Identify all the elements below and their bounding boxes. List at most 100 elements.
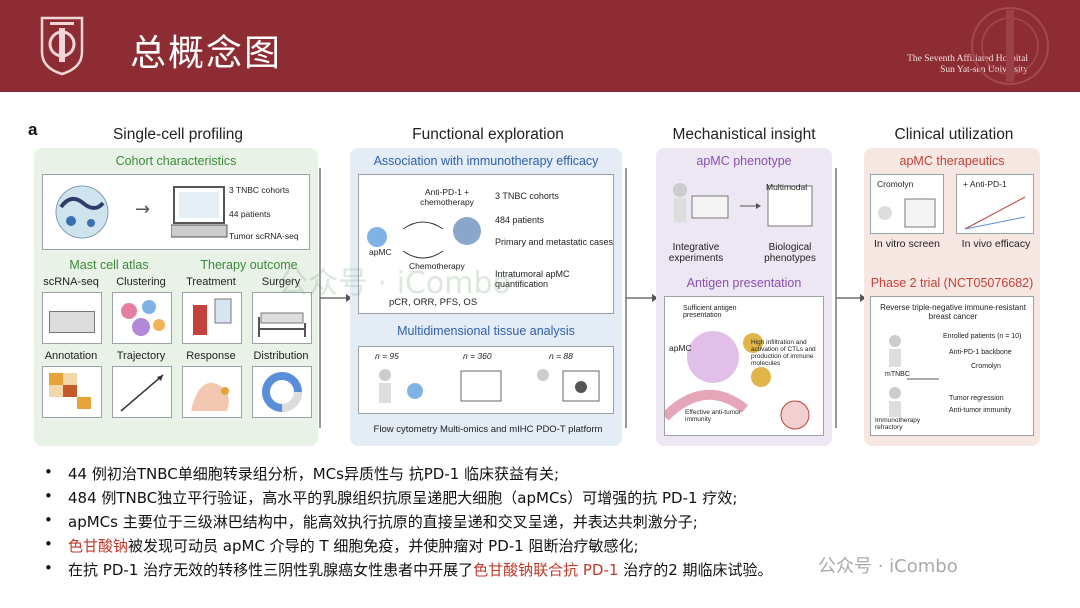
- page-title: 总概念图: [130, 33, 283, 74]
- antigen-title: Antigen presentation: [686, 276, 802, 290]
- cromolyn-label: Cromolyn: [877, 179, 914, 189]
- assoc-item-4: Intratumoral apMC quantification: [495, 269, 570, 289]
- column-connectors: [319, 168, 866, 428]
- university-logo-icon: [40, 16, 84, 76]
- bullet-5: •在抗 PD-1 治疗无效的转移性三阴性乳腺癌女性患者中开展了色甘酸钠联合抗 P…: [44, 559, 773, 579]
- assoc-item-3: Primary and metastatic cases: [495, 237, 614, 247]
- label-distribution: Distribution: [253, 350, 309, 362]
- in-vitro-box: Cromolyn: [870, 174, 944, 234]
- antigen-box: Sufficient antigen presentation apMC Hig…: [664, 296, 824, 436]
- n-value-1: n = 95: [375, 351, 399, 361]
- arrow-icon: →: [135, 199, 151, 220]
- endpoints-label: pCR, ORR, PFS, OS: [389, 297, 478, 308]
- multi-box: n = 95 n = 360 n = 88: [358, 346, 614, 414]
- platform-icons: [379, 369, 600, 403]
- effective-label: Effective anti-tumor immunity: [685, 409, 741, 423]
- anti-tumor-label: Anti-tumor immunity: [949, 407, 1012, 414]
- scrnaseq-icon: [42, 292, 102, 344]
- single-cell-panel: Cohort characteristics → 3 TNBC cohorts …: [34, 148, 318, 446]
- trial-title: Phase 2 trial (NCT05076682): [870, 276, 1034, 290]
- n-value-3: n = 88: [549, 351, 573, 361]
- in-vitro-label: In vitro screen: [874, 238, 940, 250]
- section-mechanistical: Mechanistical insight: [672, 126, 816, 143]
- label-scrnaseq: scRNA-seq: [43, 276, 99, 288]
- hospital-line-2: Sun Yat-sen University: [940, 65, 1028, 75]
- annotation-heatmap-icon: [42, 366, 102, 418]
- atlas-title: Mast cell atlas: [69, 258, 149, 272]
- response-icon: [182, 366, 242, 418]
- cromolyn-2-label: Cromolyn: [971, 363, 1001, 370]
- bullet-dot: •: [44, 559, 53, 577]
- phenotype-icons: [673, 183, 813, 227]
- cell-screen-icon: [878, 198, 936, 228]
- header-bar: 总概念图 The Seventh Affiliated Hospital Sun…: [0, 0, 1080, 92]
- trial-desc: Reverse triple-negative immune-resistant…: [880, 303, 1026, 321]
- label-trajectory: Trajectory: [116, 350, 166, 362]
- figure-watermark: 公众号 · iCombo: [278, 266, 511, 301]
- platforms-label: Flow cytometry Multi-omics and mIHC PDO-…: [373, 424, 603, 435]
- pheno-title: apMC phenotype: [696, 154, 792, 168]
- concept-figure: a Single-cell profiling Functional explo…: [28, 118, 1052, 458]
- assoc-item-1: 3 TNBC cohorts: [495, 191, 559, 201]
- distribution-donut-icon: [252, 366, 312, 418]
- bottom-watermark: 公众号 · iCombo: [818, 556, 958, 577]
- bullet-1: •44 例初治TNBC单细胞转录组分析，MCs异质性与 抗PD-1 临床获益有关…: [44, 463, 560, 483]
- cell-cycle-icon: [367, 217, 481, 259]
- cohort-box: → 3 TNBC cohorts 44 patients Tumor scRNA…: [42, 174, 310, 250]
- tumor-regression-label: Tumor regression: [949, 395, 1004, 402]
- in-vivo-label: In vivo efficacy: [961, 238, 1031, 250]
- label-clustering: Clustering: [116, 276, 166, 288]
- bullet-3: •apMCs 主要位于三级淋巴结构中，能高效执行抗原的直接呈递和交叉呈递，并表达…: [44, 511, 698, 531]
- assoc-title: Association with immunotherapy efficacy: [373, 154, 599, 168]
- high-infiltration-label: High infiltration and activation of CTLs…: [751, 339, 816, 367]
- multimodal-label: Multimodal: [766, 182, 808, 192]
- backbone-label: Anti-PD-1 backbone: [949, 349, 1012, 356]
- patient-icons: [889, 335, 939, 417]
- cohort-item-1: 3 TNBC cohorts: [229, 185, 290, 195]
- bullet-dot: •: [44, 511, 53, 529]
- apmc-label: apMC: [369, 247, 392, 257]
- functional-panel: Association with immunotherapy efficacy …: [350, 148, 622, 446]
- therapeutics-title: apMC therapeutics: [899, 154, 1005, 168]
- hospital-seal-icon: [971, 7, 1049, 85]
- bullet-dot: •: [44, 535, 53, 553]
- label-response: Response: [186, 350, 236, 362]
- n-value-2: n = 360: [463, 351, 492, 361]
- assoc-box: Anti-PD-1 + chemotherapy apMC Chemothera…: [358, 174, 614, 314]
- section-functional: Functional exploration: [412, 126, 564, 143]
- drug-label: Anti-PD-1 + chemotherapy: [420, 187, 474, 207]
- biological-label: Biological phenotypes: [764, 242, 816, 264]
- mtnbc-label: mTNBC: [885, 371, 910, 378]
- trajectory-icon: [112, 366, 172, 418]
- label-annotation: Annotation: [44, 350, 98, 362]
- sufficient-label: Sufficient antigen presentation: [683, 305, 737, 319]
- sequencer-icon: [171, 186, 228, 238]
- chemo-label: Chemotherapy: [409, 261, 465, 271]
- section-clinical: Clinical utilization: [894, 126, 1014, 143]
- tumor-icon: [55, 185, 109, 239]
- apmc-cell-label: apMC: [669, 343, 692, 353]
- clinical-panel: apMC therapeutics Cromolyn + Anti-PD-1 I…: [864, 148, 1040, 446]
- bullet-2: •484 例TNBC独立平行验证，高水平的乳腺组织抗原呈递肥大细胞（apMCs）…: [44, 487, 738, 507]
- in-vivo-box: + Anti-PD-1: [956, 174, 1034, 234]
- cohort-item-2: 44 patients: [229, 209, 271, 219]
- clustering-icon: [112, 292, 172, 344]
- assoc-item-2: 484 patients: [495, 215, 545, 225]
- therapy-title: Therapy outcome: [200, 258, 298, 272]
- anti-pd1-label: + Anti-PD-1: [963, 179, 1007, 189]
- bullet-dot: •: [44, 487, 53, 505]
- hospital-line-1: The Seventh Affiliated Hospital: [907, 54, 1028, 64]
- surgery-bed-icon: [252, 292, 312, 344]
- section-single-cell: Single-cell profiling: [112, 126, 244, 143]
- enrolled-label: Enrolled patients (n = 10): [943, 333, 1022, 340]
- label-surgery: Surgery: [261, 276, 301, 288]
- treatment-icon: [182, 292, 242, 344]
- multi-title: Multidimensional tissue analysis: [397, 324, 575, 338]
- bullet-list: •44 例初治TNBC单细胞转录组分析，MCs异质性与 抗PD-1 临床获益有关…: [42, 463, 1062, 583]
- bullet-dot: •: [44, 463, 53, 481]
- refractory-label: Immunotherapy refractory: [875, 417, 921, 431]
- hospital-name: The Seventh Affiliated Hospital Sun Yat-…: [907, 54, 1028, 76]
- antigen-presentation-icon: [665, 331, 810, 430]
- efficacy-curve-icon: [964, 196, 1026, 230]
- integrative-label: Integrative experiments: [668, 242, 724, 264]
